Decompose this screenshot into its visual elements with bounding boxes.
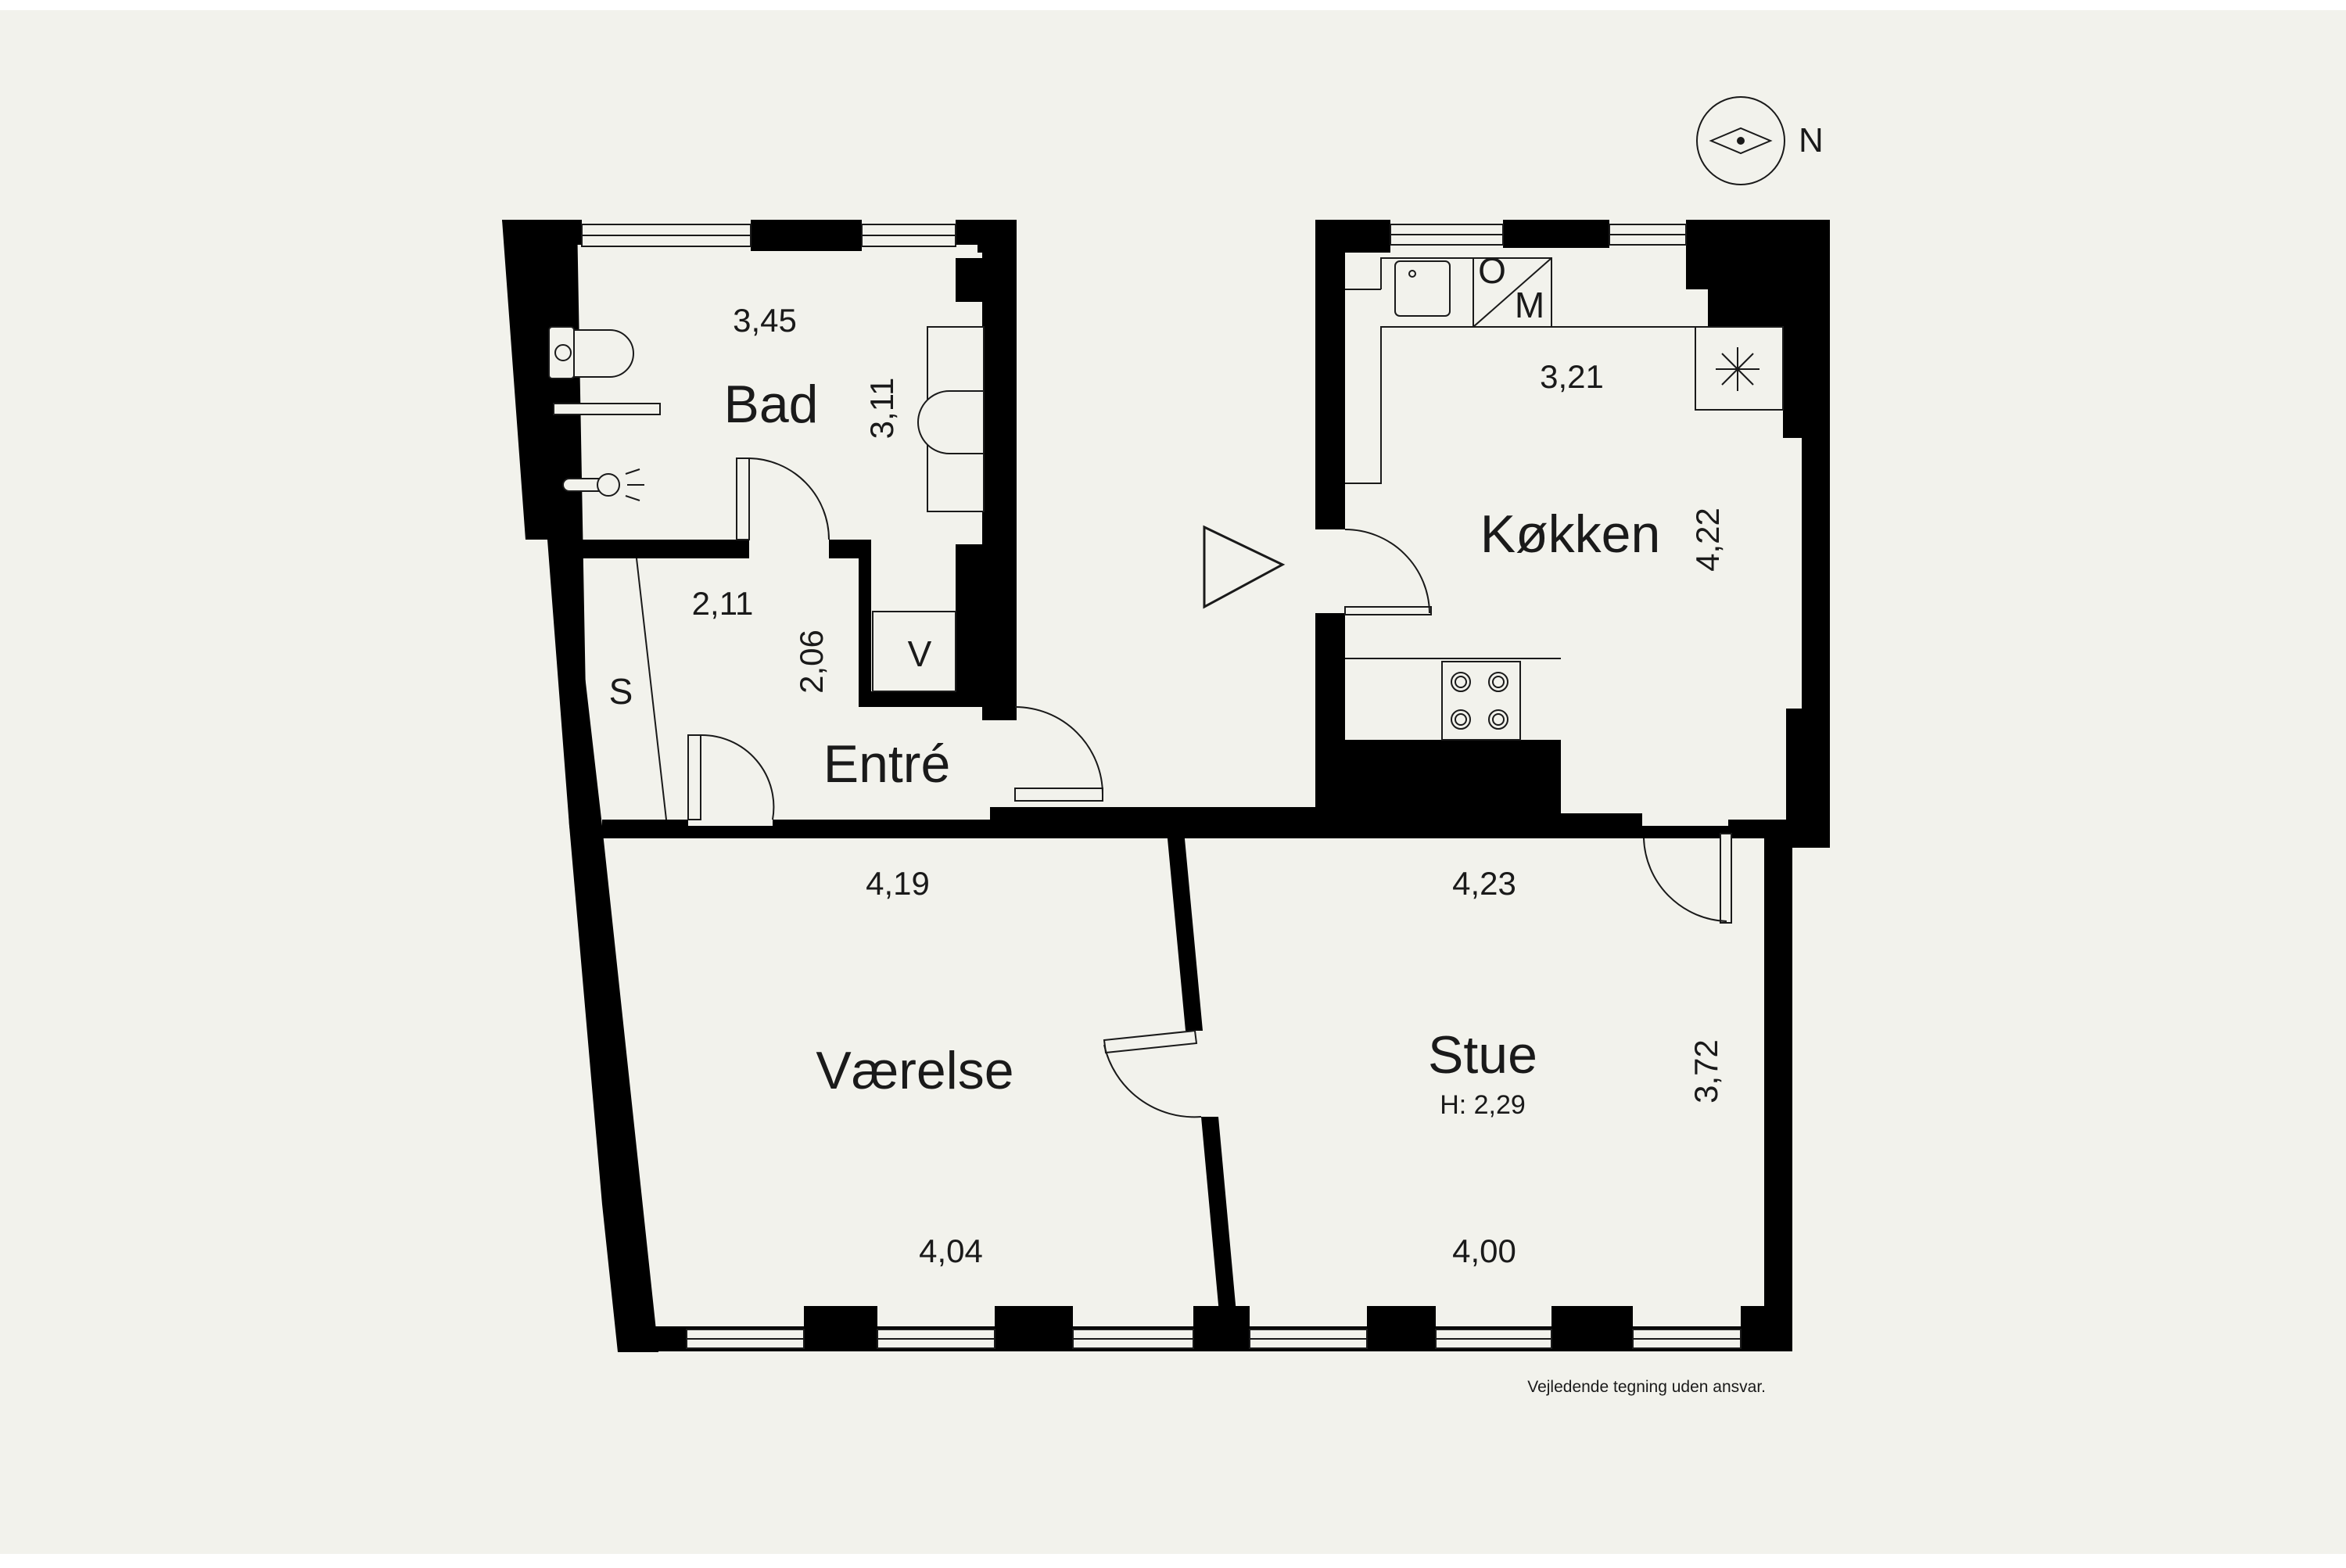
wall-vent-shaft-side [956, 641, 982, 707]
walls [502, 220, 1830, 1352]
room-entre-depth: 2,06 [793, 630, 830, 694]
wall-room-partition-low [1201, 1117, 1239, 1339]
door-bath [736, 457, 830, 540]
room-stue-name: Stue [1428, 1025, 1537, 1085]
fixture-oven-label: O [1478, 250, 1506, 291]
wall-bottom-pillar-4 [1367, 1306, 1436, 1351]
compass-north-label: N [1799, 121, 1824, 160]
wall-room-partition [1167, 831, 1203, 1031]
water-heater-box [872, 611, 956, 692]
wall-bottom-pillar-1 [804, 1306, 877, 1351]
fixture-storage-label: S [609, 671, 633, 712]
wall-bath-top-mid [751, 220, 862, 251]
wall-bath-right [982, 220, 1017, 720]
wall-entry-inner [859, 540, 871, 707]
plan-background [0, 10, 2346, 1554]
wall-bath-right-notch2 [956, 544, 982, 641]
freezer-icon [1716, 347, 1760, 391]
room-entre-width: 2,11 [692, 585, 754, 622]
fixture-water-heater-label: V [908, 633, 932, 674]
wall-kitchen-corner [1686, 220, 1830, 848]
disclaimer-text: Vejledende tegning uden ansvar. [1527, 1378, 1766, 1396]
wall-room-divider-top [602, 826, 1792, 838]
room-stue-depth: 3,72 [1688, 1039, 1724, 1103]
storage-closet [636, 558, 667, 820]
wall-bottom-pillar-6 [1741, 1306, 1792, 1351]
sink-icon [917, 326, 985, 512]
room-entre-name: Entré [823, 734, 951, 794]
room-vaerelse-width-top: 4,19 [866, 865, 930, 902]
stove-icon [1441, 661, 1521, 741]
wall-left-main [502, 220, 658, 1352]
shower-icon [562, 468, 644, 501]
door-bedroom-living [1103, 1029, 1202, 1118]
room-vaerelse-width-bottom: 4,04 [919, 1233, 983, 1269]
wall-bottom-pillar-2 [995, 1306, 1073, 1351]
oven-microwave-box [1473, 257, 1552, 328]
room-koekken-name: Køkken [1480, 504, 1661, 564]
room-stue-width-top: 4,23 [1452, 865, 1516, 902]
wall-living-right [1764, 834, 1792, 1351]
wall-bath-bottom-left [561, 540, 749, 558]
door-entry-room [687, 734, 775, 820]
window-glazing-lines [582, 234, 1741, 1340]
room-stue-width-bottom: 4,00 [1452, 1233, 1516, 1269]
wall-bottom-pillar-3 [1193, 1306, 1250, 1351]
grab-bar-icon [553, 403, 661, 415]
compass-icon [1696, 96, 1785, 185]
wall-kitchen-left [1315, 220, 1345, 529]
doors [687, 457, 1732, 1118]
wall-kitchen-top-left [1315, 220, 1390, 253]
toilet-icon [548, 326, 634, 379]
wall-bath-top-left-cap [547, 220, 582, 245]
kitchen-sink-icon [1394, 260, 1451, 317]
room-bad-name: Bad [724, 375, 819, 434]
wall-kitchen-top-mid [1503, 220, 1609, 248]
room-koekken-depth: 4,22 [1689, 508, 1726, 572]
room-bad-depth: 3,11 [863, 378, 900, 440]
room-stue-height: H: 2,29 [1440, 1090, 1526, 1120]
wall-bath-right-notch [956, 258, 982, 302]
room-vaerelse-name: Værelse [816, 1041, 1013, 1100]
entrance-triangle-icon [1203, 525, 1286, 609]
door-kitchen [1344, 529, 1432, 615]
door-living [1643, 833, 1732, 924]
fixture-microwave-label: M [1515, 285, 1544, 325]
door-front [1014, 706, 1103, 802]
wall-bottom-pillar-5 [1551, 1306, 1633, 1351]
wall-vent-shaft [859, 691, 1015, 707]
room-koekken-width: 3,21 [1540, 358, 1604, 395]
room-bad-width: 3,45 [733, 302, 797, 339]
wall-kitchen-right [1802, 220, 1830, 848]
wall-kitchen-left-low [1315, 613, 1345, 838]
